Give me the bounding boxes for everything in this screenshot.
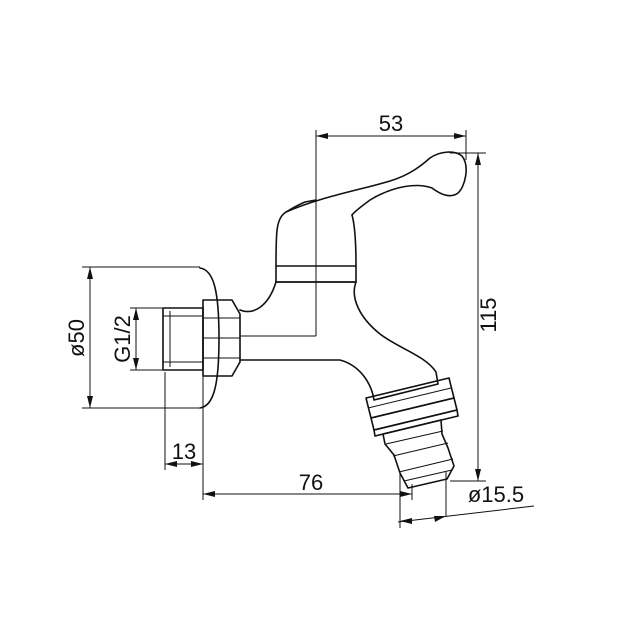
dimension-lines — [82, 130, 535, 528]
dim-body-diameter: ø50 — [64, 319, 89, 357]
dim-thread: G1/2 — [110, 315, 135, 363]
faucet-body — [162, 151, 467, 489]
valve-body — [239, 281, 439, 401]
dim-width-top: 53 — [379, 111, 403, 136]
dim-height-right: 115 — [476, 297, 501, 332]
lever-handle — [285, 151, 467, 216]
dim-thread-length: 13 — [172, 439, 196, 464]
outlet-nut — [365, 377, 459, 437]
dim-outlet-diameter: ø15.5 — [468, 482, 524, 507]
dim-reach: 76 — [299, 470, 323, 495]
threaded-inlet — [162, 307, 204, 371]
hose-nozzle — [382, 419, 455, 489]
dimension-labels: 53 115 ø50 G1/2 13 76 ø15.5 — [64, 111, 524, 507]
